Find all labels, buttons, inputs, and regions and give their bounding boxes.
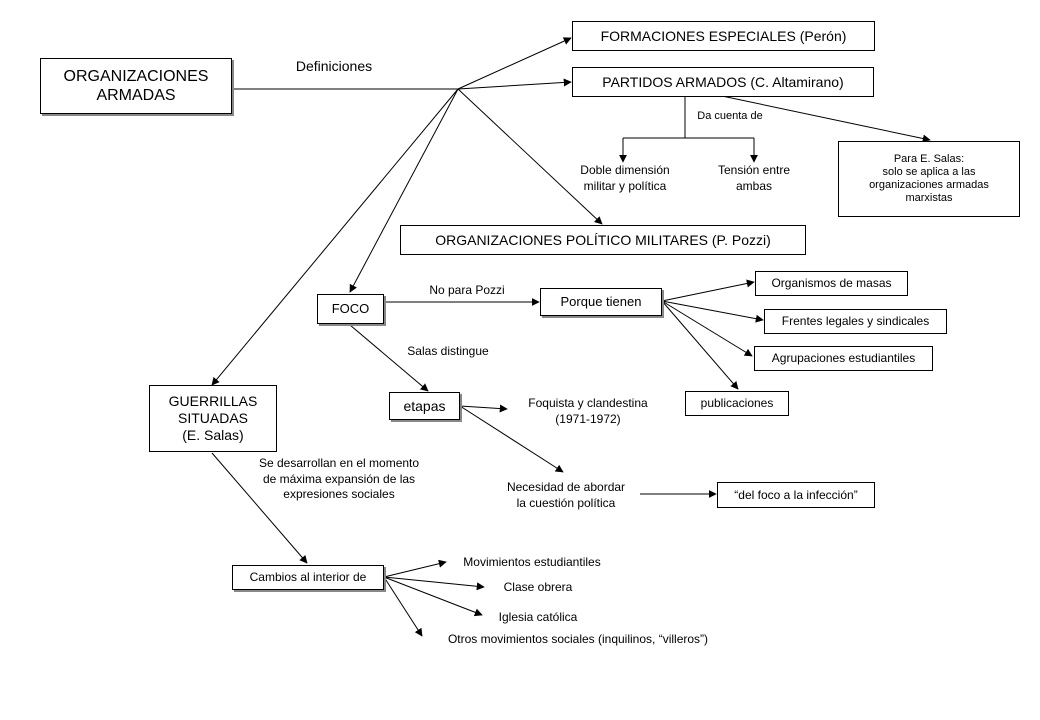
porque-tienen-box: Porque tienen <box>540 288 662 316</box>
movimientos-estudiantiles-label: Movimientos estudiantiles <box>463 555 601 569</box>
arrow-hub-politico-militares <box>457 88 603 225</box>
etapas-box: etapas <box>389 392 460 420</box>
foco-box: FOCO <box>317 294 384 324</box>
no-para-pozzi-label: No para Pozzi <box>429 283 505 297</box>
politico-militares-box: ORGANIZACIONES POLÍTICO MILITARES (P. Po… <box>400 225 806 255</box>
arrow-etapas-foquista <box>459 404 508 413</box>
otros-movimientos-label: Otros movimientos sociales (inquilinos, … <box>447 632 709 646</box>
arrow-hub-formaciones <box>457 37 572 90</box>
arrow-cambios-otros <box>383 576 423 637</box>
necesidad-label: Necesidad de abordar la cuestión polític… <box>506 480 626 510</box>
arrow-cambios-clase <box>383 576 485 591</box>
clase-obrera-label: Clase obrera <box>503 580 573 594</box>
da-cuenta-de-label: Da cuenta de <box>697 110 763 122</box>
foquista-label: Foquista y clandestina (1971-1972) <box>528 396 648 426</box>
arrow-hub-partidos <box>457 78 572 90</box>
para-e-salas-box: Para E. Salas: solo se aplica a las orga… <box>838 141 1020 217</box>
guerrillas-situadas-box: GUERRILLAS SITUADAS (E. Salas) <box>149 385 277 452</box>
arrow-foco-etapas <box>349 324 429 392</box>
publicaciones-box: publicaciones <box>685 391 789 416</box>
organizaciones-armadas-box: ORGANIZACIONES ARMADAS <box>40 58 232 114</box>
agrupaciones-box: Agrupaciones estudiantiles <box>754 346 933 371</box>
arrow-partidos-para-salas <box>721 95 931 143</box>
iglesia-catolica-label: Iglesia católica <box>498 610 578 624</box>
arrow-guerrillas-cambios <box>211 452 308 564</box>
arrow-cambios-iglesia <box>383 576 483 617</box>
arrow-etapas-necesidad <box>459 405 564 473</box>
arrow-hub-foco <box>349 88 459 293</box>
organismos-masas-box: Organismos de masas <box>755 271 908 296</box>
arrow-cambios-movimientos <box>383 559 447 578</box>
salas-distingue-label: Salas distingue <box>407 344 489 358</box>
cambios-interior-box: Cambios al interior de <box>232 565 384 590</box>
se-desarrollan-label: Se desarrollan en el momento de máxima e… <box>258 456 420 502</box>
arrow-porque-frentes <box>661 300 764 323</box>
arrow-porque-organismos <box>661 279 755 302</box>
doble-dimension-label: Doble dimensión militar y política <box>580 163 670 193</box>
arrow-porque-agrupaciones <box>661 300 753 357</box>
arrow-hub-guerrillas <box>211 88 459 386</box>
definiciones-label: Definiciones <box>295 58 373 74</box>
tension-label: Tensión entre ambas <box>717 163 791 193</box>
partidos-armados-box: PARTIDOS ARMADOS (C. Altamirano) <box>572 67 874 97</box>
arrow-porque-publicaciones <box>661 300 739 390</box>
frentes-legales-box: Frentes legales y sindicales <box>764 309 947 334</box>
formaciones-especiales-box: FORMACIONES ESPECIALES (Perón) <box>572 21 875 51</box>
del-foco-box: “del foco a la infección” <box>717 482 875 508</box>
